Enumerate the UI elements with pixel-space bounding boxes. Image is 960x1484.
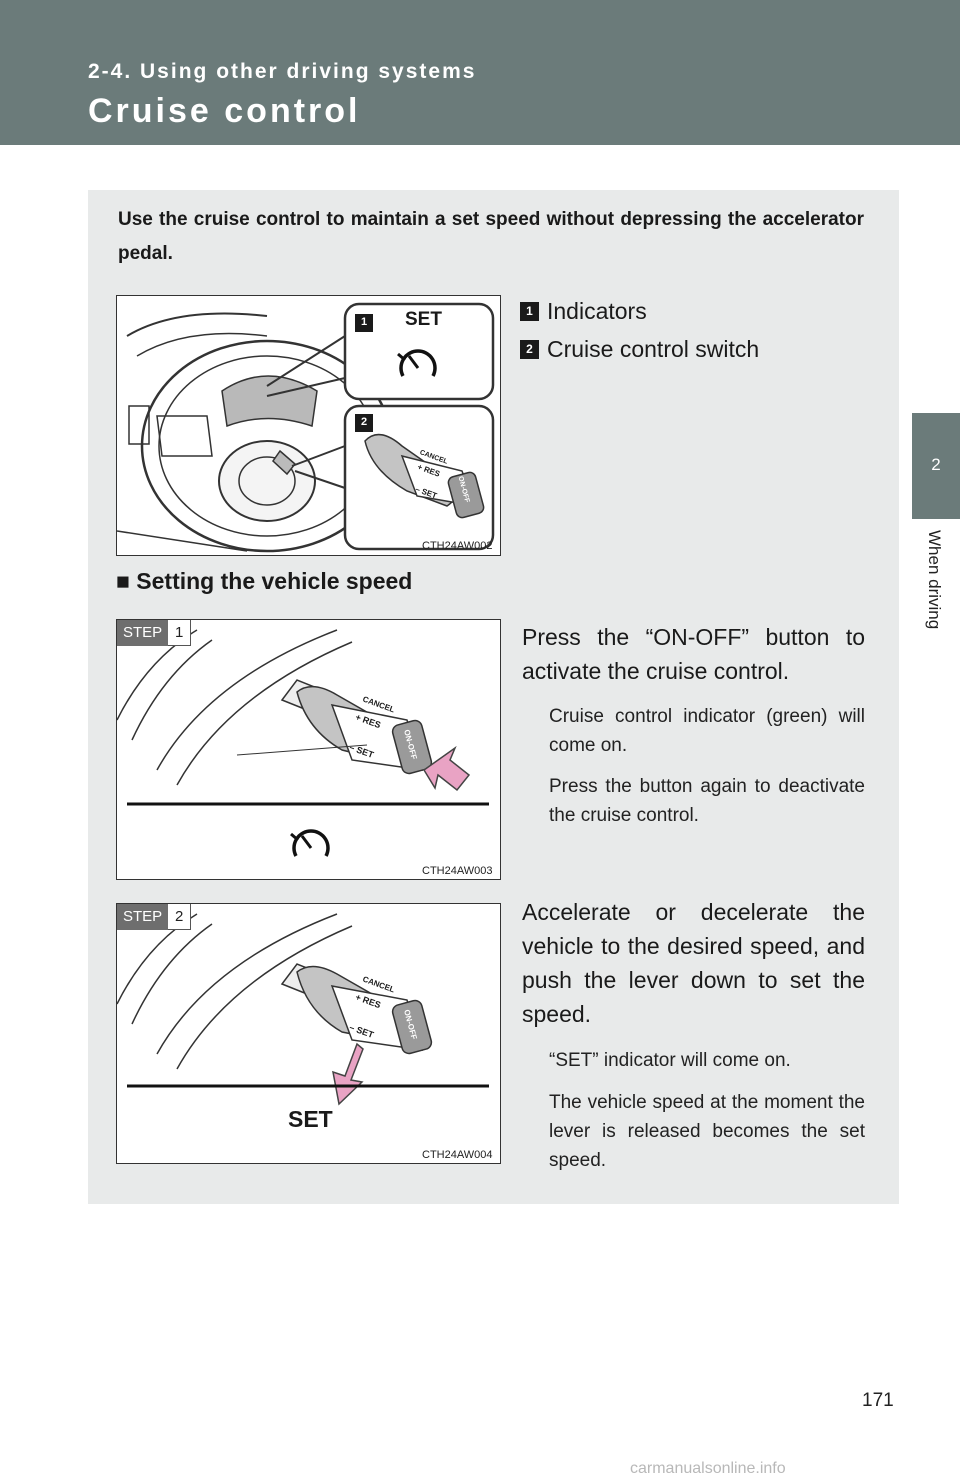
figure-step-2: STEP 2 CANCEL + RES – SET ON-OFF SET CTH…	[116, 903, 501, 1164]
page-title: Cruise control	[88, 92, 361, 130]
legend-text: Indicators	[547, 298, 647, 324]
figure-dashboard: SET 1 2 CANCEL + RES – SET ON-OFF CTH24A…	[116, 295, 501, 556]
side-tab-top	[912, 0, 960, 145]
section-title: 2-4. Using other driving systems	[88, 60, 477, 83]
step-1-note-2: Press the button again to deactivate the…	[549, 776, 865, 826]
legend-text: Cruise control switch	[547, 336, 760, 362]
figure-code: CTH24AW004	[422, 1149, 493, 1161]
legend-item-switch: 2 Cruise control switch	[520, 336, 759, 363]
step-1-text: Press the “ON-OFF” button to activate th…	[522, 624, 865, 684]
intro-text: Use the cruise control to maintain a set…	[118, 209, 864, 264]
chapter-tab-label: When driving	[925, 530, 944, 630]
step-tag-number: 2	[168, 904, 192, 930]
figure-code: CTH24AW003	[422, 865, 493, 877]
callout-badge-1: 1	[360, 316, 368, 328]
chapter-tab-number[interactable]: 2	[912, 413, 960, 519]
page-number: 171	[862, 1390, 894, 1411]
display-set-label: SET	[288, 1106, 333, 1132]
step-tag-number: 1	[168, 620, 192, 646]
dashboard-illustration	[117, 302, 495, 553]
page-header	[0, 0, 960, 145]
figure-code: CTH24AW002	[422, 540, 493, 552]
legend-item-indicators: 1 Indicators	[520, 298, 647, 325]
watermark-text: carmanualsonline.info	[630, 1460, 786, 1477]
step-2-text: Accelerate or decelerate the vehicle to …	[522, 899, 865, 1027]
step1-illustration	[117, 629, 489, 857]
legend-badge: 2	[520, 340, 539, 359]
callout-badge-2: 2	[360, 416, 368, 428]
step2-illustration	[117, 913, 489, 1106]
step-tag-1: STEP 1	[117, 620, 192, 646]
step-tag-label: STEP	[117, 904, 169, 930]
figure-step-1: STEP 1 CANCEL + RES – SET ON-OFF CTH24AW…	[116, 619, 501, 880]
step-tag-2: STEP 2	[117, 904, 192, 930]
step-2-note-1: “SET” indicator will come on.	[549, 1050, 791, 1071]
step-1-note-1: Cruise control indicator (green) will co…	[549, 706, 865, 756]
legend-badge: 1	[520, 302, 539, 321]
step-2-note-2: The vehicle speed at the moment the leve…	[549, 1092, 865, 1171]
step-tag-label: STEP	[117, 620, 169, 646]
callout-set-label: SET	[405, 309, 442, 330]
subheading: ■ Setting the vehicle speed	[116, 568, 413, 594]
